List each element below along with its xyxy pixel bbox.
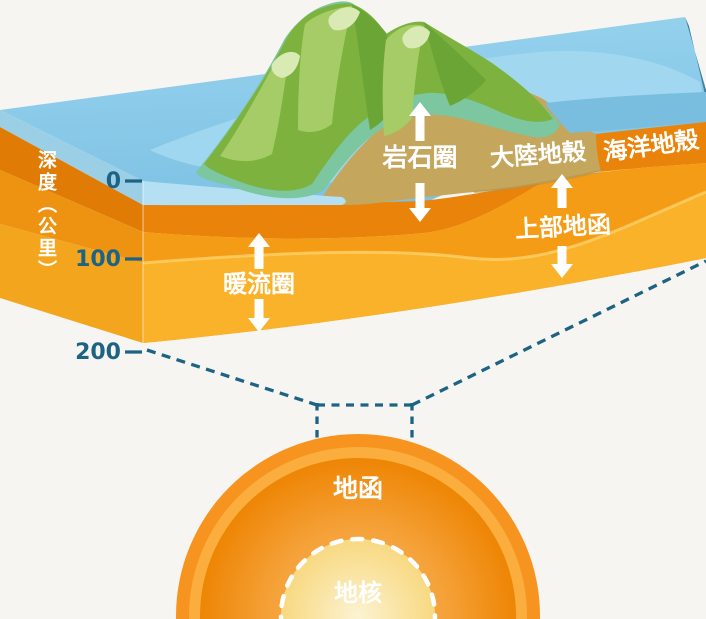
left-face-upper-mantle: [0, 170, 143, 263]
asthenosphere-arrow-up-icon: [248, 233, 270, 269]
lithosphere-arrow-up-icon: [409, 102, 431, 141]
mountain-shadow-2: [424, 22, 486, 106]
mountain-highlight-1: [220, 59, 288, 162]
continental-crust-label: 大陸地殼: [489, 138, 588, 173]
tick-100: 100: [75, 247, 121, 272]
island-mountains: [196, 1, 560, 199]
asthenosphere-label: 暖流圈: [223, 270, 295, 298]
lithosphere-label: 岩石圈: [381, 143, 457, 172]
depth-axis-label: 深度（公里）: [36, 150, 57, 282]
oceanic-crust-band: [596, 122, 706, 172]
crust-band-left: [143, 180, 545, 239]
depth-axis: 深度（公里） 0 100 200: [36, 150, 142, 365]
asthenosphere-band: [143, 192, 706, 343]
mountain-highlight-3: [382, 24, 424, 136]
asthenosphere-arrow-down-icon: [248, 299, 270, 332]
zoom-connectors: [146, 259, 706, 440]
left-face-sea: [0, 110, 143, 205]
core-label: 地核: [334, 579, 382, 607]
depth-axis-label-box: 深度（公里）: [36, 150, 57, 282]
tick-0: 0: [106, 169, 121, 194]
block-left-face: [0, 110, 144, 343]
lithosphere-arrow-down-icon: [409, 183, 431, 222]
upper-mantle-arrow-down-icon: [551, 246, 573, 278]
upper-mantle-arrow-up-icon: [551, 174, 573, 208]
mountain-cap-1: [271, 51, 300, 78]
block-labels: 岩石圈 大陸地殼 海洋地殼 上部地函 暖流圈: [223, 102, 701, 332]
continental-crust-underside-shade: [473, 169, 602, 194]
core-boundary-dashed: [278, 536, 438, 619]
left-face-asthenosphere: [0, 224, 143, 343]
upper-mantle-label: 上部地函: [514, 211, 611, 244]
globe-core: [281, 539, 435, 619]
connector-right: [411, 259, 706, 407]
mountain-cap-2: [328, 7, 360, 31]
mountain-highlight-2: [298, 6, 352, 132]
left-face-crust: [0, 127, 143, 232]
tick-200: 200: [75, 340, 121, 365]
sea-front-strip-right: [545, 92, 706, 133]
sea-front-strip-left: [143, 181, 346, 205]
mantle-label: 地函: [333, 474, 383, 503]
mountain-cap-3: [402, 26, 430, 49]
globe-cross-section: 地函 地核: [176, 434, 540, 619]
